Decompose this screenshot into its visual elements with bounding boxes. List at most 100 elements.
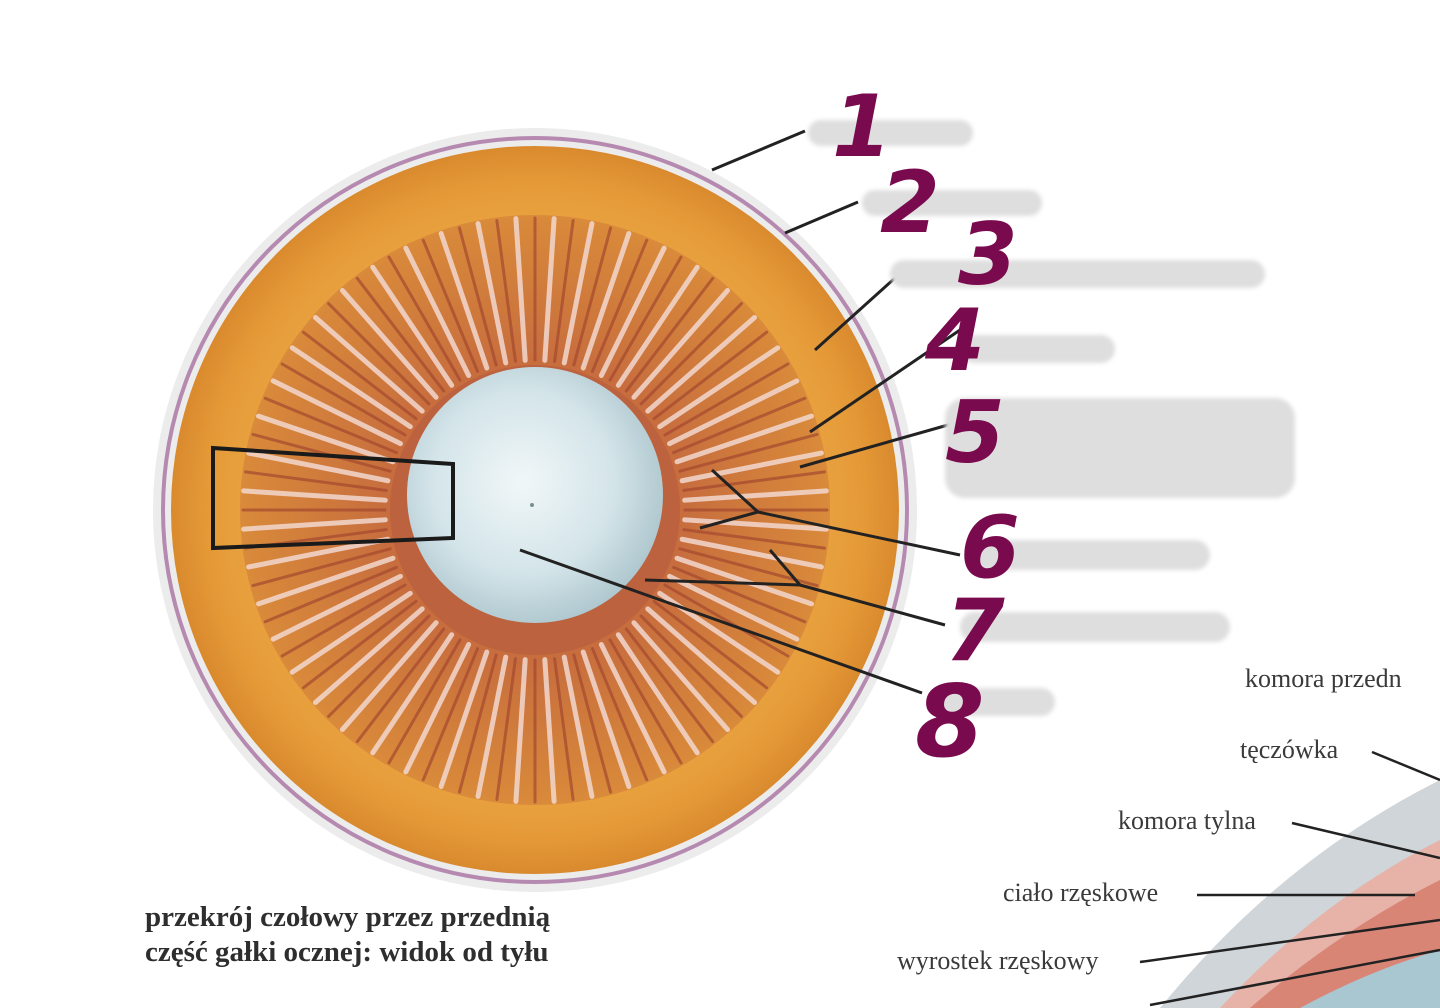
ciliary-fold (301, 599, 418, 690)
ciliary-fold (263, 565, 398, 624)
label-ciliary-process: wyrostek rzęskowy (897, 946, 1099, 975)
ciliary-fold (280, 362, 407, 437)
inset-rectangle (211, 445, 455, 551)
ciliary-fold (615, 264, 700, 388)
ciliary-fold (608, 255, 683, 382)
ciliary-fold (553, 218, 575, 363)
ciliary-fold (542, 216, 557, 363)
ciliary-fold (495, 218, 517, 363)
ciliary-fold (598, 245, 667, 378)
ciliary-fold (679, 536, 824, 570)
ciliary-fold (652, 599, 769, 690)
ciliary-fold (572, 226, 613, 367)
ciliary-fold (243, 470, 388, 492)
ciliary-fold (355, 276, 446, 393)
ciliary-fold (495, 657, 517, 802)
ciliary-fold (667, 573, 800, 642)
number-8: 8 (915, 663, 985, 780)
ciliary-fold (631, 620, 731, 733)
ciliary-fold (631, 287, 731, 400)
ciliary-fold (674, 555, 815, 607)
ciliary-fold (679, 450, 824, 484)
ciliary-fold (667, 378, 800, 447)
ciliary-fold (672, 565, 807, 624)
ciliary-fold (615, 632, 700, 756)
ciliary-fold (513, 657, 528, 804)
ciliary-fold (403, 642, 472, 775)
ciliary-fold (387, 255, 462, 382)
ciliary-fold (241, 488, 388, 503)
caption-line-1: przekrój czołowy przez przednią (145, 901, 551, 933)
ciliary-fold (370, 632, 455, 756)
ciliary-fold (682, 528, 827, 550)
ciliary-fold (542, 657, 557, 804)
ciliary-fold (657, 345, 781, 430)
ciliary-fold (270, 573, 403, 642)
ciliary-fold (327, 302, 431, 406)
ciliary-fold (561, 654, 595, 799)
ciliary-fold (682, 488, 829, 503)
ciliary-fold (457, 653, 498, 794)
ciliary-fold (246, 450, 391, 484)
ciliary-fold (280, 583, 407, 658)
ciliary-fold (255, 555, 396, 607)
ciliary-fold (387, 638, 462, 765)
number-7: 7 (945, 581, 1005, 681)
ciliary-fold (672, 396, 807, 455)
ciliary-fold (421, 238, 480, 373)
ciliary-fold (438, 649, 490, 790)
ciliary-fold (301, 330, 418, 421)
ciliary-fold (624, 276, 715, 393)
ciliary-fold (421, 647, 480, 782)
figure-caption: przekrój czołowy przez przednią część ga… (145, 900, 550, 970)
side-section-blue (1300, 950, 1440, 1008)
number-4: 4 (925, 291, 985, 391)
number-1: 1 (832, 77, 892, 177)
ciliary-fold (561, 221, 595, 366)
ciliary-fold (590, 647, 649, 782)
label-iris: tęczówka (1240, 735, 1339, 764)
ciliary-fold (663, 362, 790, 437)
ciliary-fold (355, 627, 446, 744)
leader-lines (519, 129, 961, 695)
ciliary-fold (645, 314, 758, 414)
ciliary-fold (598, 642, 667, 775)
ciliary-fold (246, 536, 391, 570)
lens (407, 367, 663, 623)
ciliary-fold (639, 614, 743, 718)
hidden-label-7 (960, 612, 1230, 642)
ciliary-fold (339, 620, 439, 733)
ciliary-fold (403, 245, 472, 378)
ciliary-fold (475, 654, 509, 799)
ciliary-fold (457, 226, 498, 367)
number-3: 3 (958, 205, 1018, 305)
ciliary-fold (553, 657, 575, 802)
ciliary-fold (513, 216, 528, 363)
hidden-label-8 (940, 688, 1055, 716)
ciliary-fold (678, 432, 819, 473)
hidden-label-2 (862, 190, 1042, 216)
ciliary-fold (682, 470, 827, 492)
caption-line-2: część gałki ocznej: widok od tyłu (145, 936, 549, 968)
right-leader-lines (1139, 750, 1440, 1007)
ciliary-fold (682, 517, 829, 532)
hidden-label-1 (808, 120, 973, 146)
label-anterior-chamber: komora przedn (1245, 664, 1402, 693)
ciliary-fold (251, 547, 392, 588)
hidden-label-3 (890, 260, 1265, 288)
ciliary-fold (263, 396, 398, 455)
ciliary-fold (312, 314, 425, 414)
ciliary-fold (475, 221, 509, 366)
ciliary-fold (639, 302, 743, 406)
ciliary-fold (312, 606, 425, 706)
ciliary-fold (255, 413, 396, 465)
ciliary-fold (608, 638, 683, 765)
ciliary-fold (652, 330, 769, 421)
ciliary-fold (438, 230, 490, 371)
label-posterior-chamber: komora tylna (1118, 806, 1256, 835)
ciliary-fold (241, 517, 388, 532)
ciliary-fold (624, 627, 715, 744)
ciliary-fold (580, 230, 632, 371)
number-6: 6 (960, 498, 1020, 598)
